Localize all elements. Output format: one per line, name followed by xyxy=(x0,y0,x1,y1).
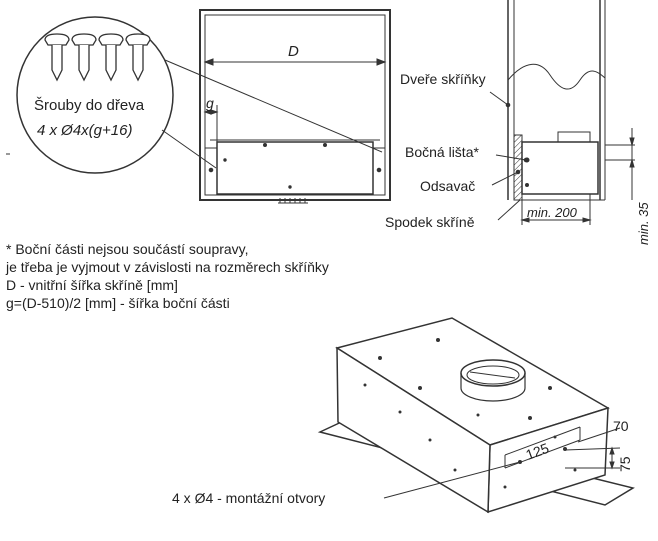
vent-slots xyxy=(278,198,308,204)
label-cabinet-door: Dveře skříňky xyxy=(400,71,486,87)
front-view xyxy=(199,9,391,204)
dimension-125: 125 xyxy=(524,440,552,463)
wood-screw-icons xyxy=(44,33,151,82)
label-cabinet-bottom: Spodek skříně xyxy=(385,214,475,230)
dimension-d-label: D xyxy=(288,43,299,60)
dimension-70: 70 xyxy=(613,418,629,434)
label-hood: Odsavač xyxy=(420,178,475,194)
note-line-3: D - vnitřní šířka skříně [mm] xyxy=(6,277,178,293)
outlet-collar-top xyxy=(460,359,526,387)
wood-screw-icon xyxy=(44,33,70,82)
dimension-g-label: g xyxy=(206,95,214,111)
holes-label: 4 x Ø4 - montážní otvory xyxy=(172,490,325,506)
note-line-4: g=(D-510)/2 [mm] - šířka boční části xyxy=(6,295,230,311)
wood-screw-icon xyxy=(98,33,124,82)
label-side-rail: Bočná lišta* xyxy=(405,144,479,160)
isometric-view xyxy=(317,317,635,514)
side-view xyxy=(489,0,635,225)
hood-front xyxy=(216,141,374,195)
screws-title: Šrouby do dřeva xyxy=(34,97,145,114)
wood-screw-icon xyxy=(125,33,151,82)
screws-spec: 4 x Ø4x(g+16) xyxy=(37,122,132,139)
hood-section xyxy=(521,141,599,195)
dimension-min-35: min. 35 xyxy=(636,202,651,245)
side-rail-section xyxy=(513,134,523,201)
dimension-75: 75 xyxy=(617,456,633,472)
wood-screw-icon xyxy=(71,33,97,82)
dimension-min-200: min. 200 xyxy=(527,205,578,220)
cabinet-inner xyxy=(204,14,386,196)
hood-outlet xyxy=(557,131,591,143)
hood-side-face xyxy=(336,346,491,514)
iso-dimensions xyxy=(383,426,621,499)
break-line xyxy=(507,63,606,90)
cabinet-outline xyxy=(199,9,391,201)
note-line-1: * Boční části nejsou součástí soupravy, xyxy=(6,241,249,257)
note-line-2: je třeba je vyjmout v závislosti na rozm… xyxy=(6,259,329,275)
